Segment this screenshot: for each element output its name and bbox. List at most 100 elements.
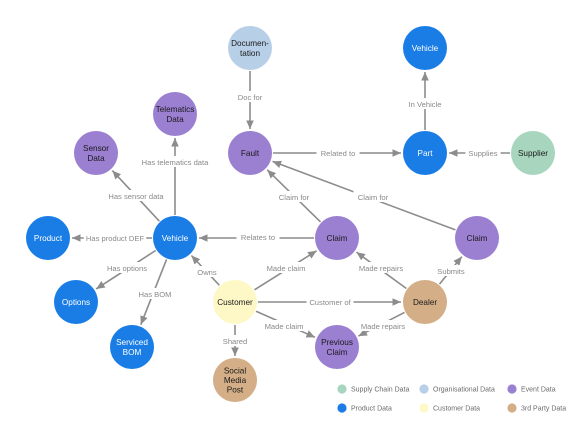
node-claim-center[interactable]: Claim bbox=[315, 216, 359, 260]
node-circle[interactable] bbox=[153, 92, 197, 136]
node-label: tation bbox=[240, 49, 260, 58]
legend-swatch bbox=[507, 403, 517, 413]
node-label: Documen- bbox=[231, 39, 269, 48]
node-label: Media bbox=[224, 376, 247, 385]
node-vehicle[interactable]: Vehicle bbox=[153, 216, 197, 260]
legend-label: Supply Chain Data bbox=[351, 387, 409, 394]
edge-label-customer-to-dealer: Customer of bbox=[309, 298, 351, 307]
node-circle[interactable] bbox=[228, 26, 272, 70]
node-product[interactable]: Product bbox=[26, 216, 70, 260]
legend-swatch bbox=[337, 403, 347, 413]
nodes-layer: Documen-tationVehicleTelematicsDataSenso… bbox=[26, 26, 555, 402]
legend-label: Organisational Data bbox=[433, 387, 495, 394]
legend-swatch bbox=[419, 403, 429, 413]
legend-item-product: Product Data bbox=[337, 403, 392, 413]
edge-label-background bbox=[465, 147, 501, 158]
edge-label-background bbox=[355, 262, 407, 273]
node-customer[interactable]: Customer bbox=[213, 280, 257, 324]
legend-label: 3rd Party Data bbox=[521, 406, 566, 413]
node-circle[interactable] bbox=[403, 280, 447, 324]
node-label: Data bbox=[166, 115, 184, 124]
edge-label-background bbox=[104, 190, 168, 201]
edge-label-dealer-to-previous-claim: Made repairs bbox=[361, 322, 406, 331]
edge-label-background bbox=[103, 262, 151, 273]
edge-label-background bbox=[135, 156, 215, 167]
node-circle[interactable] bbox=[315, 216, 359, 260]
edge-label-dealer-to-claim-center: Made repairs bbox=[359, 264, 404, 273]
node-circle[interactable] bbox=[403, 131, 447, 175]
node-label: Dealer bbox=[413, 298, 437, 307]
legend: Supply Chain Data Organisational Data Even… bbox=[337, 384, 566, 413]
node-label: Previous bbox=[321, 338, 353, 347]
edge-label-claim-center-to-fault: Claim for bbox=[279, 193, 310, 202]
node-label: Customer bbox=[217, 298, 253, 307]
node-label: Options bbox=[62, 298, 90, 307]
node-circle[interactable] bbox=[54, 280, 98, 324]
node-label: Vehicle bbox=[412, 44, 439, 53]
node-label: Supplier bbox=[518, 149, 548, 158]
legend-swatch bbox=[337, 384, 347, 394]
node-label: Telematics bbox=[156, 105, 195, 114]
node-label: Data bbox=[87, 154, 105, 163]
legend-item-event: Event Data bbox=[507, 384, 556, 394]
legend-item-customer: Customer Data bbox=[419, 403, 480, 413]
legend-item-organisational: Organisational Data bbox=[419, 384, 495, 394]
node-supplier[interactable]: Supplier bbox=[511, 131, 555, 175]
legend-label: Customer Data bbox=[433, 406, 480, 413]
node-circle[interactable] bbox=[315, 325, 359, 369]
node-label: Claim bbox=[327, 234, 348, 243]
node-documentation[interactable]: Documen-tation bbox=[228, 26, 272, 70]
legend-swatch bbox=[419, 384, 429, 394]
edge-label-background bbox=[139, 288, 171, 299]
node-circle[interactable] bbox=[110, 325, 154, 369]
node-label: BOM bbox=[123, 348, 142, 357]
legend-swatch bbox=[507, 384, 517, 394]
edge-label-fault-to-part: Related to bbox=[321, 149, 356, 158]
node-circle[interactable] bbox=[213, 280, 257, 324]
node-circle[interactable] bbox=[213, 358, 257, 402]
legend-item-third-party: 3rd Party Data bbox=[507, 403, 566, 413]
node-fault[interactable]: Fault bbox=[228, 131, 272, 175]
edge-label-vehicle-to-sensor-data: Has sensor data bbox=[108, 192, 164, 201]
edge-label-background bbox=[274, 191, 314, 202]
node-circle[interactable] bbox=[228, 131, 272, 175]
legend-label: Product Data bbox=[351, 406, 392, 413]
node-options[interactable]: Options bbox=[54, 280, 98, 324]
node-vehicle-top[interactable]: Vehicle bbox=[403, 26, 447, 70]
edge-label-documentation-to-fault: Doc for bbox=[238, 93, 263, 102]
node-circle[interactable] bbox=[511, 131, 555, 175]
edge-label-background bbox=[353, 191, 393, 202]
edge-label-background bbox=[357, 320, 409, 331]
legend-label: Event Data bbox=[521, 387, 556, 394]
edge-label-background bbox=[264, 262, 308, 273]
edge-label-background bbox=[403, 98, 447, 109]
node-label: Serviced bbox=[116, 338, 148, 347]
node-circle[interactable] bbox=[74, 131, 118, 175]
node-circle[interactable] bbox=[403, 26, 447, 70]
edge-label-customer-to-vehicle: Owns bbox=[197, 268, 217, 277]
node-circle[interactable] bbox=[153, 216, 197, 260]
edge-label-claim-center-to-vehicle: Relates to bbox=[241, 233, 275, 242]
edge-label-background bbox=[197, 266, 217, 277]
node-circle[interactable] bbox=[455, 216, 499, 260]
node-circle[interactable] bbox=[26, 216, 70, 260]
node-label: Vehicle bbox=[162, 234, 189, 243]
node-part[interactable]: Part bbox=[403, 131, 447, 175]
edge-label-background bbox=[435, 265, 467, 276]
node-label: Claim bbox=[467, 234, 488, 243]
edge-label-vehicle-to-telematics-data: Has telematics data bbox=[142, 158, 209, 167]
node-label: Fault bbox=[241, 149, 260, 158]
node-claim-right[interactable]: Claim bbox=[455, 216, 499, 260]
edge-label-supplier-to-part: Supplies bbox=[468, 149, 497, 158]
node-label: Part bbox=[417, 149, 433, 158]
node-label: Sensor bbox=[83, 144, 109, 153]
edge-label-background bbox=[234, 91, 266, 102]
node-dealer[interactable]: Dealer bbox=[403, 280, 447, 324]
